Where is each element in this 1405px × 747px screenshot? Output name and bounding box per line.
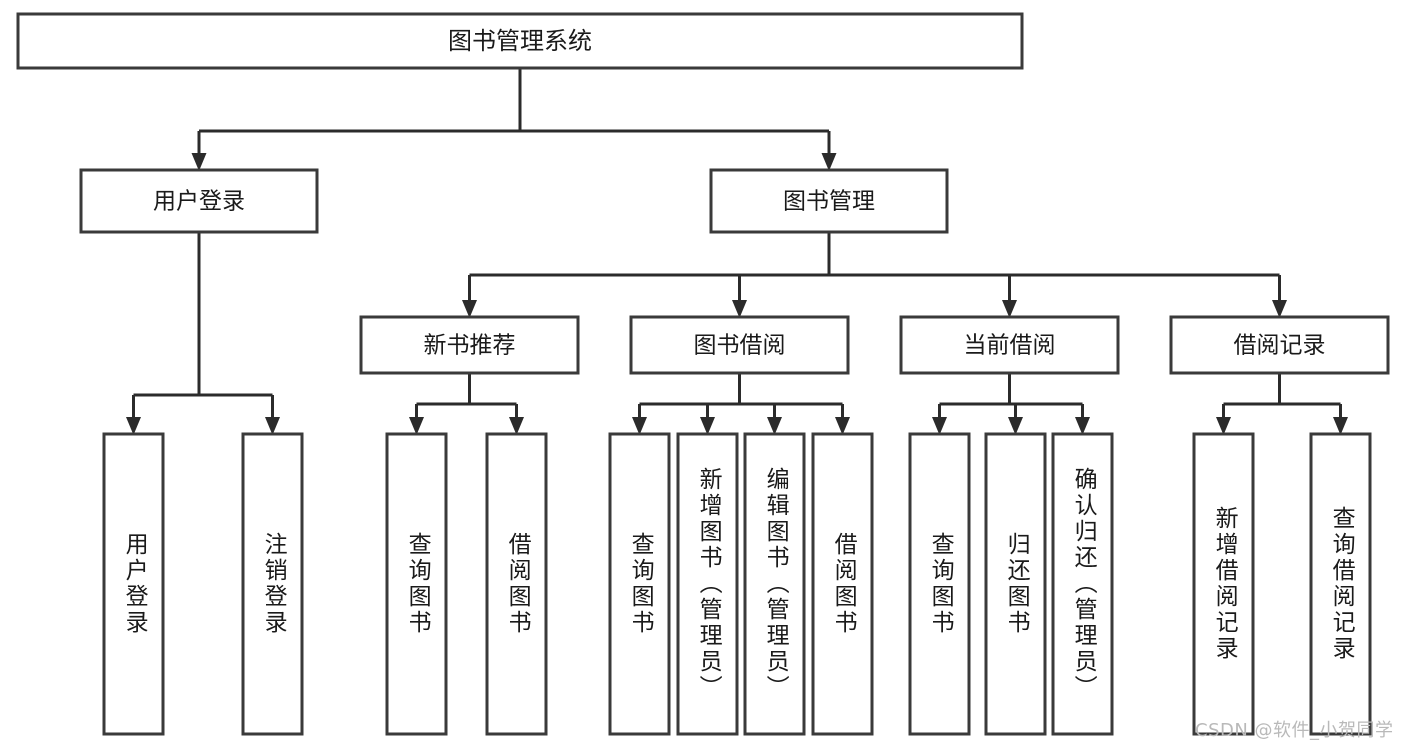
arrow-head-icon (700, 417, 715, 435)
arrow-head-icon (409, 417, 424, 435)
arrow-head-icon (509, 417, 524, 435)
node-box-leaf-user-login[interactable] (102, 432, 165, 736)
node-box-leaf-query-book-rec[interactable] (385, 432, 448, 736)
node-box-leaf-borrow-book[interactable] (811, 432, 874, 736)
arrow-head-icon (265, 417, 280, 435)
node-box-user-login[interactable] (79, 168, 319, 234)
node-label-user-login: 用户登录 (153, 189, 245, 215)
arrow-head-icon (1333, 417, 1348, 435)
arrow-head-icon (835, 417, 850, 435)
node-label-borrow-record: 借阅记录 (1234, 333, 1326, 359)
node-box-leaf-borrow-book-rec[interactable] (485, 432, 548, 736)
edge-group-borrow-record (1216, 373, 1348, 435)
node-box-leaf-edit-book-admin[interactable] (743, 432, 806, 736)
arrow-head-icon (1216, 417, 1231, 435)
node-label-new-book-recommend: 新书推荐 (424, 333, 516, 359)
box-layer (16, 12, 1390, 736)
node-box-leaf-query-book-current[interactable] (908, 432, 971, 736)
node-box-leaf-add-borrow-record[interactable] (1192, 432, 1255, 736)
node-box-book-borrow[interactable] (629, 315, 850, 375)
node-box-leaf-add-book-admin[interactable] (676, 432, 739, 736)
node-box-book-manage[interactable] (709, 168, 949, 234)
arrow-head-icon (1075, 417, 1090, 435)
arrow-head-icon (821, 153, 837, 171)
arrow-head-icon (932, 417, 947, 435)
arrow-head-icon (1002, 300, 1017, 318)
arrow-head-icon (191, 153, 207, 171)
arrow-head-icon (767, 417, 782, 435)
arrow-head-icon (1008, 417, 1023, 435)
node-box-leaf-confirm-return-admin[interactable] (1051, 432, 1114, 736)
connector-layer (126, 68, 1348, 435)
edge-group-current-borrow (932, 373, 1090, 435)
arrow-head-icon (632, 417, 647, 435)
arrow-head-icon (462, 300, 477, 318)
node-box-root[interactable] (16, 12, 1024, 70)
node-box-leaf-logout-login[interactable] (241, 432, 304, 736)
edge-group-user-login (126, 232, 280, 435)
arrow-head-icon (732, 300, 747, 318)
node-box-current-borrow[interactable] (899, 315, 1120, 375)
arrow-head-icon (1272, 300, 1287, 318)
node-box-borrow-record[interactable] (1169, 315, 1390, 375)
node-label-current-borrow: 当前借阅 (964, 333, 1056, 359)
node-label-root: 图书管理系统 (448, 27, 592, 55)
node-label-book-manage: 图书管理 (783, 189, 875, 215)
edge-group-new-book-recommend (409, 373, 524, 435)
csdn-watermark: CSDN @软件_小贺同学 (1195, 720, 1394, 741)
edge-group-book-manage (462, 232, 1287, 318)
node-box-new-book-recommend[interactable] (359, 315, 580, 375)
node-box-leaf-return-book[interactable] (984, 432, 1047, 736)
node-label-book-borrow: 图书借阅 (694, 333, 786, 359)
edge-group-root (191, 68, 837, 171)
edge-group-book-borrow (632, 373, 850, 435)
node-box-leaf-query-book-borrow[interactable] (608, 432, 671, 736)
node-box-leaf-query-borrow-record[interactable] (1309, 432, 1372, 736)
arrow-head-icon (126, 417, 141, 435)
